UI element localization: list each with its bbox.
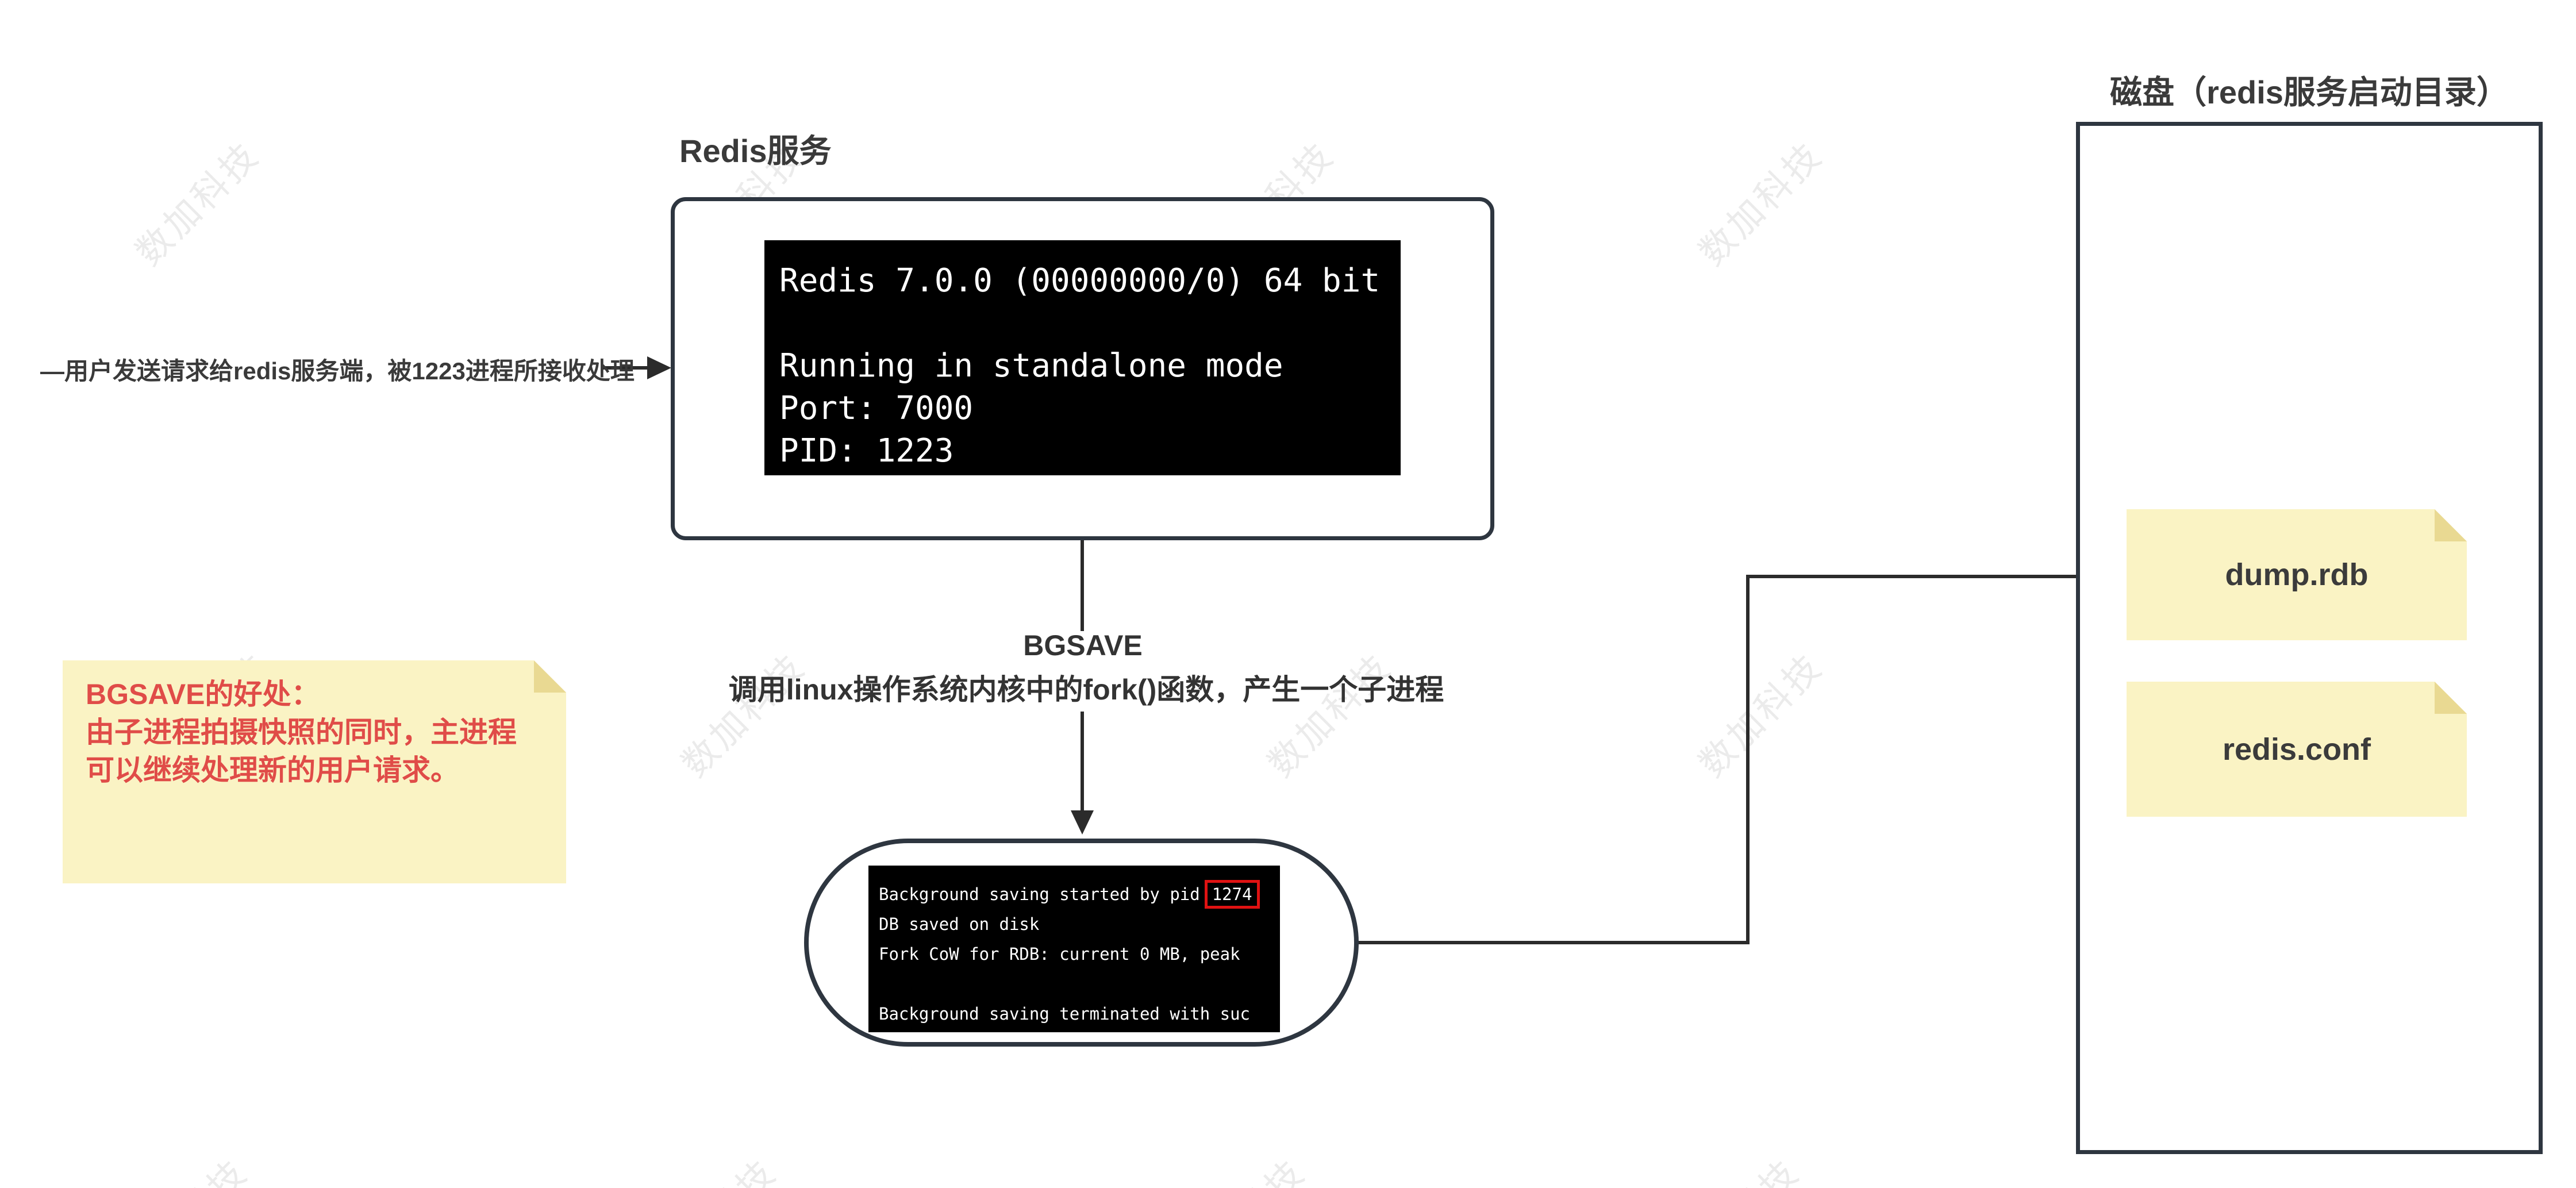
note-corner-fold-icon [2435,509,2467,541]
terminal-line: Port: 7000 [779,390,974,427]
bgsave-command-label: BGSAVE [1023,629,1143,662]
watermark: 数加科技 [1692,646,1831,785]
bgsave-fork-description: 调用linux操作系统内核中的fork()函数，产生一个子进程 [728,674,1444,706]
terminal-line: Running in standalone mode [779,347,1283,385]
user-request-arrowhead-icon [647,356,671,379]
terminal-line: DB saved on disk [879,914,1040,934]
terminal-line [879,969,1280,999]
bgsave-benefits-note: BGSAVE的好处： 由子进程拍摄快照的同时，主进程 可以继续处理新的用户请求。 [63,660,566,883]
terminal-line: PID: 1223 [779,432,954,470]
bgsave-flow-line-lower [1081,712,1084,810]
watermark: 数加科技 [1662,1145,1809,1188]
user-request-label: —用户发送请求给redis服务端，被1223进程所接收处理 [40,357,635,385]
disk-title: 磁盘（redis服务启动目录） [2110,74,2509,110]
redis-conf-file-note: redis.conf [2127,682,2467,817]
user-request-arrow-line [602,366,648,370]
note-corner-fold-icon [534,660,566,693]
dump-rdb-filename: dump.rdb [2225,558,2369,592]
terminal-line: Fork CoW for RDB: current 0 MB, peak [879,944,1240,964]
watermark: 数加科技 [1168,1145,1315,1188]
save-connector-bottom-line [1356,941,1750,944]
note-corner-fold-icon [2435,682,2467,714]
terminal-line: Redis 7.0.0 (00000000/0) 64 bit [779,262,1381,299]
watermark: 数加科技 [110,1145,257,1188]
bgsave-flow-line-upper [1081,540,1084,631]
redis-service-title: Redis服务 [679,133,832,169]
watermark: 数加科技 [639,1145,786,1188]
redis-conf-filename: redis.conf [2222,732,2371,767]
benefits-note-line: 可以继续处理新的用户请求。 [86,754,459,786]
watermark: 数加科技 [1692,134,1831,274]
bgsave-flow-arrowhead-icon [1071,810,1094,835]
terminal-line [779,302,1401,345]
terminal-line: Background saving terminated with suc [879,1004,1251,1024]
dump-rdb-file-note: dump.rdb [2127,509,2467,640]
save-connector-top-line [1746,575,2102,578]
bgsave-started-text: Background saving started by pid [879,885,1200,904]
watermark: 数加科技 [675,646,814,785]
benefits-note-line: 由子进程拍摄快照的同时，主进程 [86,716,517,748]
watermark: 数加科技 [129,134,268,274]
pid-highlight-box: 1274 [1204,880,1260,909]
redis-server-terminal: Redis 7.0.0 (00000000/0) 64 bit Running … [764,240,1401,475]
save-connector-vertical-line [1746,575,1750,944]
benefits-note-line: BGSAVE的好处： [86,678,320,710]
